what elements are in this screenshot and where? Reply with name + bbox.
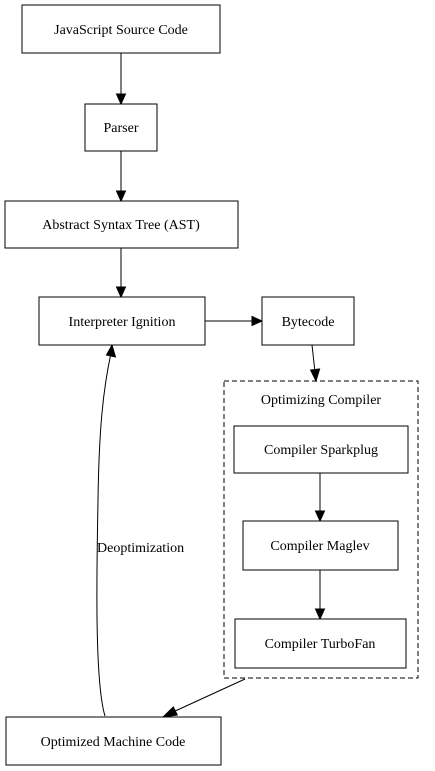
optimizing-compiler-cluster: Optimizing Compiler xyxy=(223,380,419,679)
arrowhead-ignition-to-bytecode xyxy=(251,315,264,327)
node-abstract-syntax-tree: Abstract Syntax Tree (AST) xyxy=(4,200,239,249)
optimizing-compiler-border xyxy=(223,380,419,679)
node-optimized-machine-code: Optimized Machine Code xyxy=(5,716,222,766)
node-parser: Parser xyxy=(84,103,158,152)
arrowhead-parser-to-ast xyxy=(115,190,127,203)
node-compiler-sparkplug-label: Compiler Sparkplug xyxy=(264,443,378,458)
node-abstract-syntax-tree-label: Abstract Syntax Tree (AST) xyxy=(42,218,200,233)
arrowhead-bytecode-to-cluster xyxy=(309,368,321,383)
optimizing-compiler-label: Optimizing Compiler xyxy=(261,393,381,408)
arrowhead-ast-to-ignition xyxy=(115,286,127,299)
node-optimized-machine-code-label: Optimized Machine Code xyxy=(41,735,186,750)
arrowhead-source-to-parser xyxy=(115,93,127,106)
node-compiler-turbofan: Compiler TurboFan xyxy=(234,618,407,669)
node-compiler-maglev-label: Compiler Maglev xyxy=(270,539,369,554)
node-bytecode-label: Bytecode xyxy=(282,315,335,330)
node-compiler-turbofan-label: Compiler TurboFan xyxy=(265,637,376,652)
node-interpreter-ignition: Interpreter Ignition xyxy=(38,296,206,346)
node-javascript-source-code: JavaScript Source Code xyxy=(21,4,221,54)
arrowhead-maglev-to-turbofan xyxy=(314,608,326,621)
deoptimization-label: Deoptimization xyxy=(97,541,184,556)
arrowhead-sparkplug-to-maglev xyxy=(314,510,326,523)
arrowhead-deoptimization xyxy=(105,343,117,358)
edges: Deoptimization xyxy=(96,53,326,718)
node-interpreter-ignition-label: Interpreter Ignition xyxy=(69,315,176,330)
edge-deoptimization xyxy=(96,352,112,717)
node-compiler-sparkplug: Compiler Sparkplug xyxy=(233,425,409,474)
arrowhead-cluster-to-machine-code xyxy=(161,706,179,718)
node-compiler-maglev: Compiler Maglev xyxy=(242,520,399,571)
node-parser-label: Parser xyxy=(104,121,139,136)
edge-cluster-to-machine-code xyxy=(172,678,246,713)
node-bytecode: Bytecode xyxy=(261,296,355,346)
node-javascript-source-code-label: JavaScript Source Code xyxy=(54,23,188,38)
edge-bytecode-to-cluster xyxy=(311,344,316,373)
